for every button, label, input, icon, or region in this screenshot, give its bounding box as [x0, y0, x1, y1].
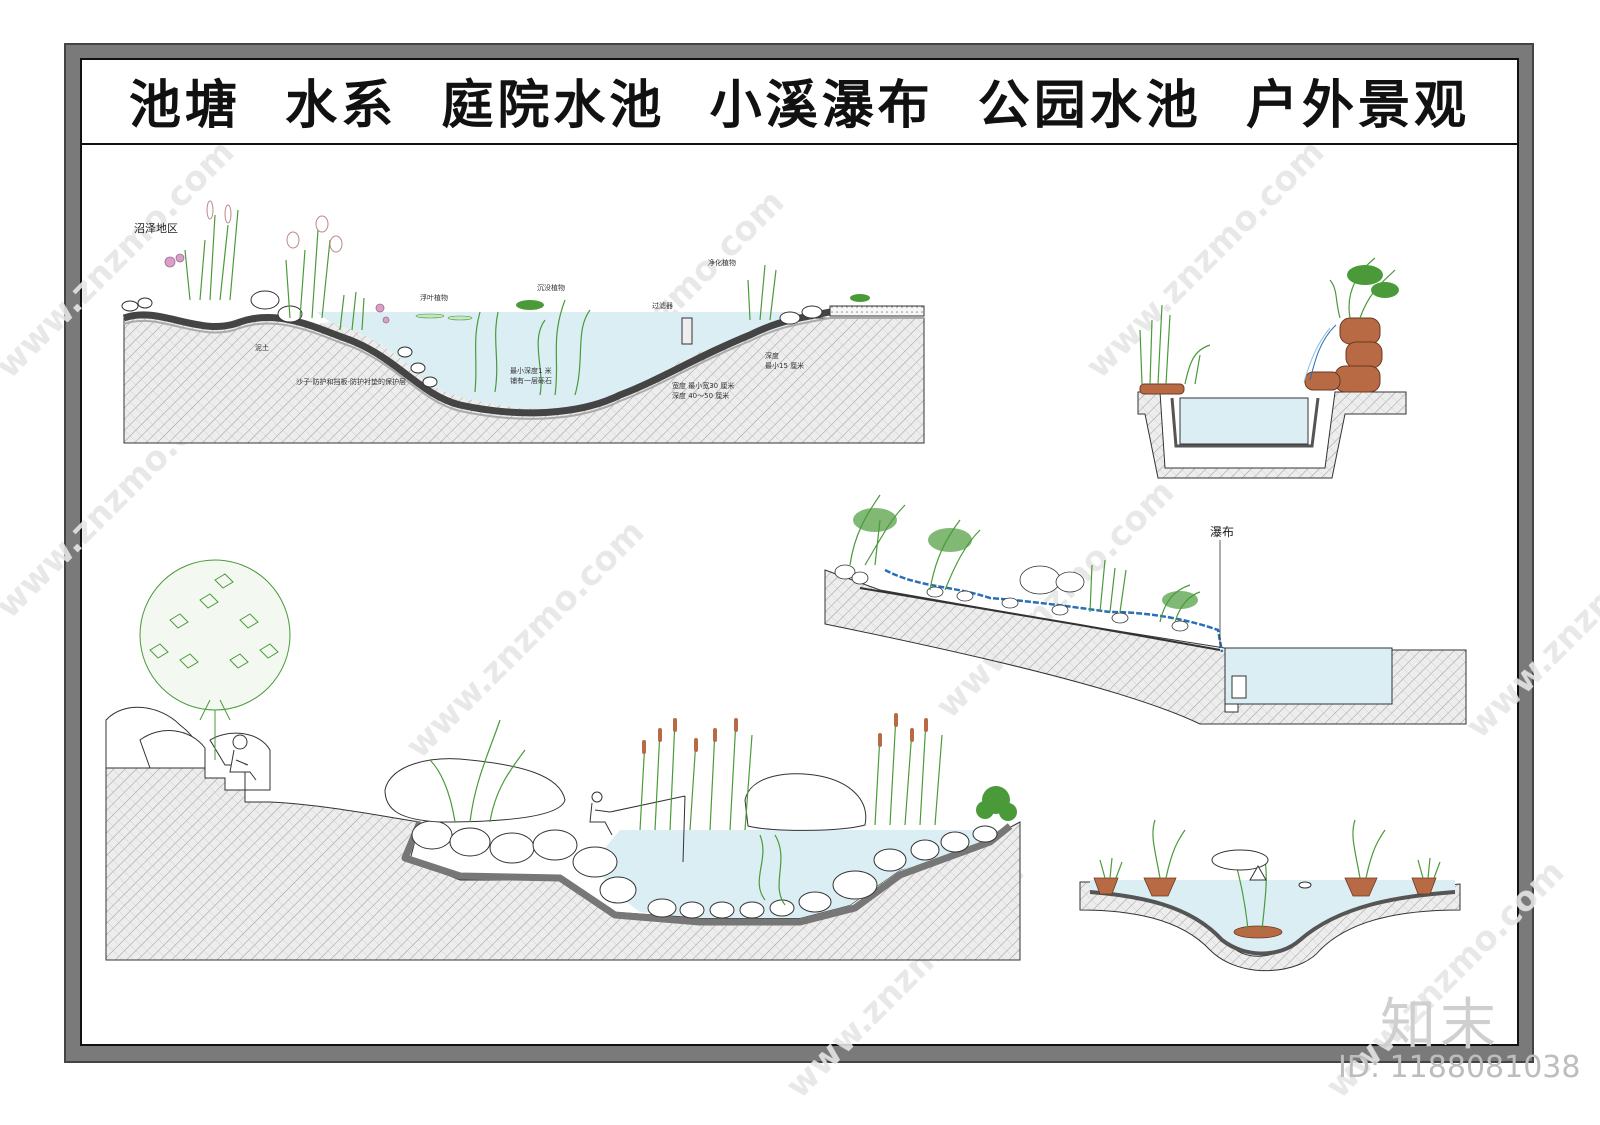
- section-park-pond: [105, 559, 1021, 961]
- resource-id: ID: 1188081038: [1338, 1050, 1581, 1085]
- label-purifying-plants: 净化植物: [708, 258, 736, 267]
- label-sand-layer: 沙子-防护和挡板-防护衬垫的保护层: [296, 377, 406, 386]
- section-pond-marsh: 沼泽地区 浮叶植物 沉没植物 净化植物 过滤器 泥土 沙子-防护和挡板-防护衬垫…: [121, 200, 925, 444]
- label-submerged-plants: 沉没植物: [537, 283, 565, 292]
- section-stream-waterfall: 瀑布: [824, 494, 1467, 725]
- label-depth-1: 最小深度1 米: [510, 366, 552, 375]
- label-depth-6: 最小15 厘米: [765, 361, 804, 370]
- brand-logo: 知末: [1380, 993, 1500, 1058]
- section-lotus-pond: [1079, 819, 1461, 972]
- page-title: 池塘 水系 庭院水池 小溪瀑布 公园水池 户外景观: [128, 76, 1471, 136]
- label-filter: 过滤器: [652, 301, 673, 310]
- section-garden-waterfall-basin: [1137, 257, 1407, 479]
- label-floating-plants: 浮叶植物: [420, 293, 448, 302]
- label-marsh-area: 沼泽地区: [134, 221, 178, 235]
- label-depth-2: 铺有一层砾石: [510, 376, 552, 385]
- label-soil: 泥土: [255, 343, 269, 352]
- title-bar: 池塘 水系 庭院水池 小溪瀑布 公园水池 户外景观: [80, 58, 1519, 145]
- label-depth-4: 深度 40～50 厘米: [672, 391, 729, 400]
- watermark-7: www.znzmo.com: [1458, 492, 1600, 746]
- label-depth-5: 深度: [765, 351, 779, 360]
- label-waterfall: 瀑布: [1210, 525, 1234, 539]
- label-depth-3: 宽度 最小宽30 厘米: [672, 381, 734, 390]
- watermark-5: www.znzmo.com: [398, 512, 652, 766]
- watermark-3: www.znzmo.com: [1078, 132, 1332, 386]
